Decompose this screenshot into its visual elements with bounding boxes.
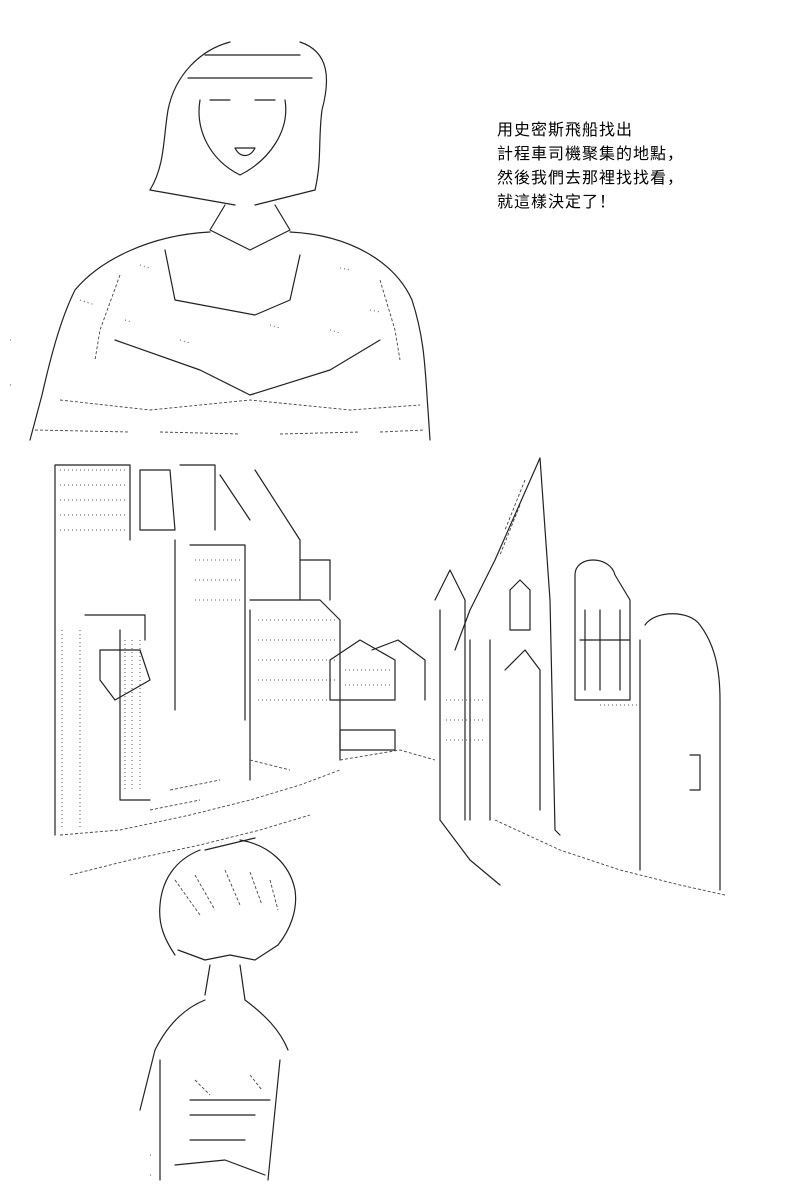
woman-character-art [29,41,431,441]
dialogue-line-3: 然後我們去那裡找找看， [497,168,685,187]
dialogue-line-4: 就這樣決定了！ [497,192,617,211]
town-street-scene [54,457,726,896]
dialogue-line-1: 用史密斯飛船找出 [497,120,634,139]
dialogue-line-2: 計程車司機聚集的地點， [497,144,685,163]
dialogue-text: 用史密斯飛船找出 計程車司機聚集的地點， 然後我們去那裡找找看， 就這樣決定了！ [497,118,777,214]
back-view-character-art [139,837,297,1181]
